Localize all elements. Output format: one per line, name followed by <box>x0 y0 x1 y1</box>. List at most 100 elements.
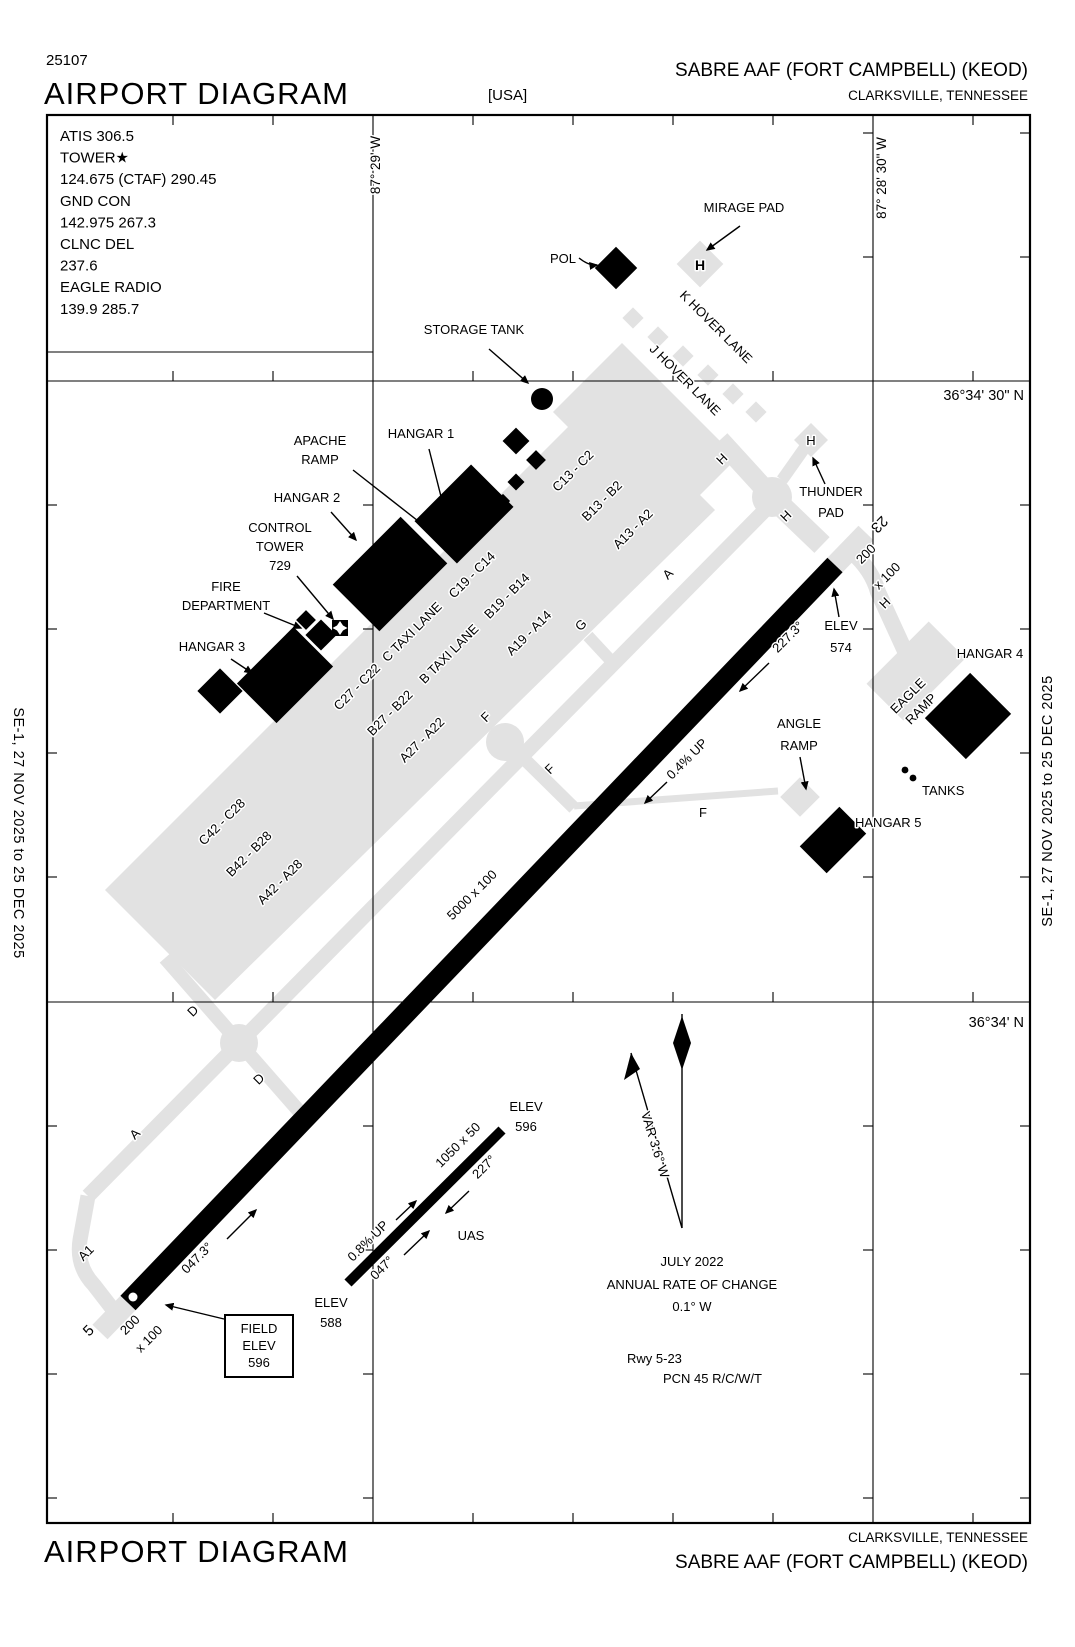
control-tower-arrow <box>296 575 334 621</box>
variation-arrows <box>624 1014 691 1229</box>
hangar1-arrow <box>428 448 455 542</box>
graticule <box>47 115 1030 1523</box>
hangar2-arrow <box>330 511 357 542</box>
mirage-pad <box>676 240 724 288</box>
heading-227-arrow <box>738 662 770 693</box>
magnetic-north-barb-icon <box>624 1053 640 1080</box>
comm-line-5: 142.975 267.3 <box>60 214 156 231</box>
taxiway-a <box>82 499 776 1202</box>
hangar-4 <box>924 672 1012 760</box>
slope-04-arrow <box>643 781 668 805</box>
runway-5-23 <box>120 557 843 1311</box>
comm-line-1: ATIS 306.5 <box>60 128 134 145</box>
mirage-pad-h: H <box>695 257 705 273</box>
tank-dot-2 <box>909 774 917 782</box>
taxiway-a-label-1: A <box>659 565 676 582</box>
apache-ramp-label-2: RAMP <box>301 452 339 467</box>
magnetic-north-arrow <box>630 1052 683 1229</box>
rwy-23-number: 23 <box>867 512 891 536</box>
hangar2-label: HANGAR 2 <box>274 490 340 505</box>
rate-of-change-label: ANNUAL RATE OF CHANGE <box>607 1277 778 1292</box>
lat-label-2: 36°34' N <box>969 1015 1024 1031</box>
main-apron <box>105 395 715 1000</box>
field-elev-label-2: ELEV <box>242 1338 276 1353</box>
elev-588-label-2: 588 <box>320 1315 342 1330</box>
tanks-label: TANKS <box>922 783 965 798</box>
taxiway-d-junction <box>220 1024 258 1062</box>
uas-elev-label-2: 596 <box>515 1119 537 1134</box>
chart-number: 25107 <box>46 52 88 69</box>
graticule-ticks <box>47 115 1030 1523</box>
map-border <box>45 113 1032 1525</box>
heading-047-arrow <box>226 1208 258 1240</box>
eagle-ramp <box>866 621 966 721</box>
airport-name-top: SABRE AAF (FORT CAMPBELL) (KEOD) <box>675 60 1028 81</box>
field-elev-arrow <box>164 1302 225 1320</box>
fire-dept-label-1: FIRE <box>211 579 241 594</box>
rwy-pcn-label-2: PCN 45 R/C/W/T <box>663 1371 762 1386</box>
mirage-pad-arrow <box>705 225 741 251</box>
rwy5-overrun <box>92 1295 136 1340</box>
storage-tank-symbol <box>531 388 553 410</box>
control-tower-label-1: CONTROL <box>248 520 312 535</box>
field-elev-label-3: 596 <box>248 1355 270 1370</box>
storage-tank-label: STORAGE TANK <box>424 322 525 337</box>
control-tower-star-icon <box>332 621 348 635</box>
pol-diamond <box>594 246 638 290</box>
thunder-pad <box>794 423 828 457</box>
runways <box>120 557 843 1311</box>
angle-ramp-arrow <box>799 756 809 791</box>
comm-line-9: 139.9 285.7 <box>60 301 139 318</box>
thunder-pad-arrow <box>812 456 826 485</box>
hangar4-label: HANGAR 4 <box>957 646 1023 661</box>
taxiway-g <box>583 631 619 669</box>
hangar5-label: HANGAR 5 <box>855 815 921 830</box>
pol-label: POL <box>550 251 576 266</box>
thunder-pad-label-1: THUNDER <box>799 484 863 499</box>
angle-ramp-label-1: ANGLE <box>777 716 821 731</box>
angle-ramp <box>780 777 820 817</box>
comm-line-3: 124.675 (CTAF) 290.45 <box>60 171 216 188</box>
country-tag: [USA] <box>488 87 528 104</box>
small-building-4 <box>495 493 511 509</box>
field-elev-box <box>224 1314 294 1378</box>
hangar3-label: HANGAR 3 <box>179 639 245 654</box>
comm-line-8: EAGLE RADIO <box>60 279 162 296</box>
control-tower-label-3: 729 <box>269 558 291 573</box>
taxiway-h-junction <box>752 477 792 517</box>
rwy23-dim-2: x 100 <box>870 559 903 592</box>
comm-line-4: GND CON <box>60 193 131 210</box>
mirage-pad-label: MIRAGE PAD <box>704 200 785 215</box>
hangar1-label: HANGAR 1 <box>388 426 454 441</box>
elev-574-label-2: 574 <box>830 640 852 655</box>
control-tower-label-2: TOWER <box>256 539 304 554</box>
pavement-layer <box>71 240 966 1340</box>
elev-574-label-1: ELEV <box>824 618 858 633</box>
runway-5-threshold-dot <box>128 1292 138 1302</box>
page-title-bottom: AIRPORT DIAGRAM <box>44 1534 349 1569</box>
hangar-1 <box>414 464 514 564</box>
lon-label-1: 87° 29' W <box>368 136 383 195</box>
small-building-3 <box>507 473 525 491</box>
comm-line-6: CLNC DEL <box>60 236 134 253</box>
fire-dept-building-2 <box>305 619 337 651</box>
fire-dept-label-2: DEPARTMENT <box>182 598 270 613</box>
thunder-pad-stub <box>777 442 811 484</box>
small-building-2 <box>526 450 546 470</box>
thunder-pad-h: H <box>806 433 815 448</box>
leader-arrows <box>164 225 840 1320</box>
thunder-pad-label-2: PAD <box>818 505 844 520</box>
var-label: VAR 3.6° W <box>638 1110 673 1181</box>
small-building-1 <box>502 427 530 455</box>
hangar-5 <box>799 806 867 874</box>
uas-elev-label-1: ELEV <box>509 1099 543 1114</box>
mag-date-label: JULY 2022 <box>660 1254 723 1269</box>
hangar-2 <box>332 516 448 632</box>
angle-ramp-label-2: RAMP <box>780 738 818 753</box>
taxiway-f-label-3: F <box>699 805 707 820</box>
airport-city-top: CLARKSVILLE, TENNESSEE <box>848 88 1028 103</box>
hangar-3 <box>236 626 334 724</box>
lat-label-1: 36°34' 30" N <box>943 388 1024 404</box>
